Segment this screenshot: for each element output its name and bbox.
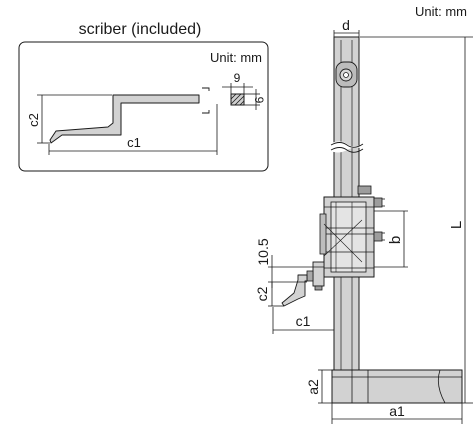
dimension-c1: c1 (272, 286, 335, 334)
dimension-offset-label: 10.5 (255, 238, 271, 265)
scriber-width-label: 9 (234, 71, 241, 85)
scriber-cross-section (230, 93, 245, 106)
fine-adjust-knob (335, 61, 358, 88)
dimension-L: L (360, 36, 473, 404)
scriber-height-label: 9 (252, 97, 266, 104)
height-gauge: d L b 10.5 c2 (254, 17, 473, 424)
unit-label: Unit: mm (415, 4, 467, 19)
dimension-a2: a2 (305, 369, 332, 404)
dimension-a1-label: a1 (389, 403, 405, 419)
dimension-b: b (374, 210, 408, 268)
slider (319, 196, 375, 278)
scriber-shape (49, 94, 200, 144)
scriber-title: scriber (included) (79, 21, 202, 38)
dimension-b-label: b (387, 236, 404, 244)
dimension-a1: a1 (331, 403, 463, 424)
scriber-c2-label: c2 (26, 113, 41, 127)
dimension-L-label: L (448, 221, 465, 229)
gauge-base (331, 369, 463, 404)
scriber-holder (281, 261, 325, 307)
dimension-d: d (333, 17, 360, 37)
dimension-a2-label: a2 (305, 379, 321, 395)
dimension-c1-label: c1 (296, 313, 311, 329)
dimension-d-label: d (342, 17, 350, 33)
scriber-c1-label: c1 (127, 135, 141, 150)
scriber-inset: scriber (included) Unit: mm 9 9 c2 c1 (18, 21, 269, 172)
dimension-c2-label: c2 (254, 286, 270, 301)
dimension-offset: 10.5 (255, 238, 324, 288)
dimension-c2: c2 (254, 282, 284, 307)
scriber-frame (18, 41, 269, 172)
locking-screws (373, 197, 385, 242)
column-break (329, 141, 365, 153)
scriber-unit-label: Unit: mm (210, 50, 262, 65)
